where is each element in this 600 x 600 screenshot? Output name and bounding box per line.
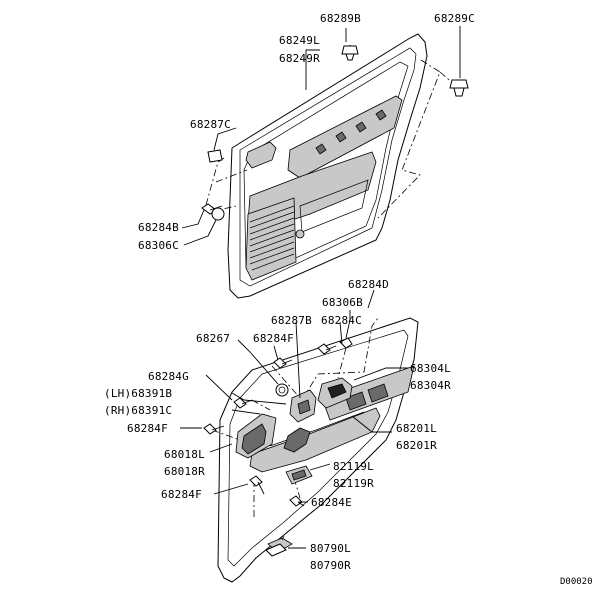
part-label: 80790L (310, 542, 351, 555)
part-label: 68284F (127, 422, 168, 435)
part-label: 68304R (410, 379, 451, 392)
part-label: 68249R (279, 52, 320, 65)
part-label: 80790R (310, 559, 351, 572)
part-label: 68289B (320, 12, 361, 25)
part-label: 68306C (138, 239, 179, 252)
part-label: (RH)68391C (104, 404, 172, 417)
part-label: 68284F (161, 488, 202, 501)
part-label: 68289C (434, 12, 475, 25)
part-label: 68284G (148, 370, 189, 383)
part-label: 68201L (396, 422, 437, 435)
part-label: 68287B (271, 314, 312, 327)
lower-hardware (203, 337, 353, 557)
part-label: 68284B (138, 221, 179, 234)
part-label: 68306B (322, 296, 363, 309)
part-label: 68284C (321, 314, 362, 327)
upper-fasteners (201, 45, 469, 221)
part-label: 68267 (196, 332, 230, 345)
part-label: 82119L (333, 460, 374, 473)
part-label: 68018L (164, 448, 205, 461)
part-label: 68287C (190, 118, 231, 131)
part-label: 82119R (333, 477, 374, 490)
part-labels: 68289B 68249L 68249R 68289C 68287C 68284… (104, 12, 475, 572)
part-label: 68304L (410, 362, 451, 375)
part-label: 68018R (164, 465, 205, 478)
part-label: 68284E (311, 496, 352, 509)
part-label: 68201R (396, 439, 437, 452)
lower-reference-lines (211, 317, 379, 541)
lower-door-trim-panel (217, 317, 419, 583)
part-label: 68249L (279, 34, 320, 47)
part-label: (LH)68391B (104, 387, 172, 400)
upper-door-trim-panel (227, 33, 428, 299)
part-label: 68284D (348, 278, 389, 291)
part-label: 68284F (253, 332, 294, 345)
diagram-code: D00020 (560, 577, 593, 587)
leader-lines (180, 26, 461, 549)
